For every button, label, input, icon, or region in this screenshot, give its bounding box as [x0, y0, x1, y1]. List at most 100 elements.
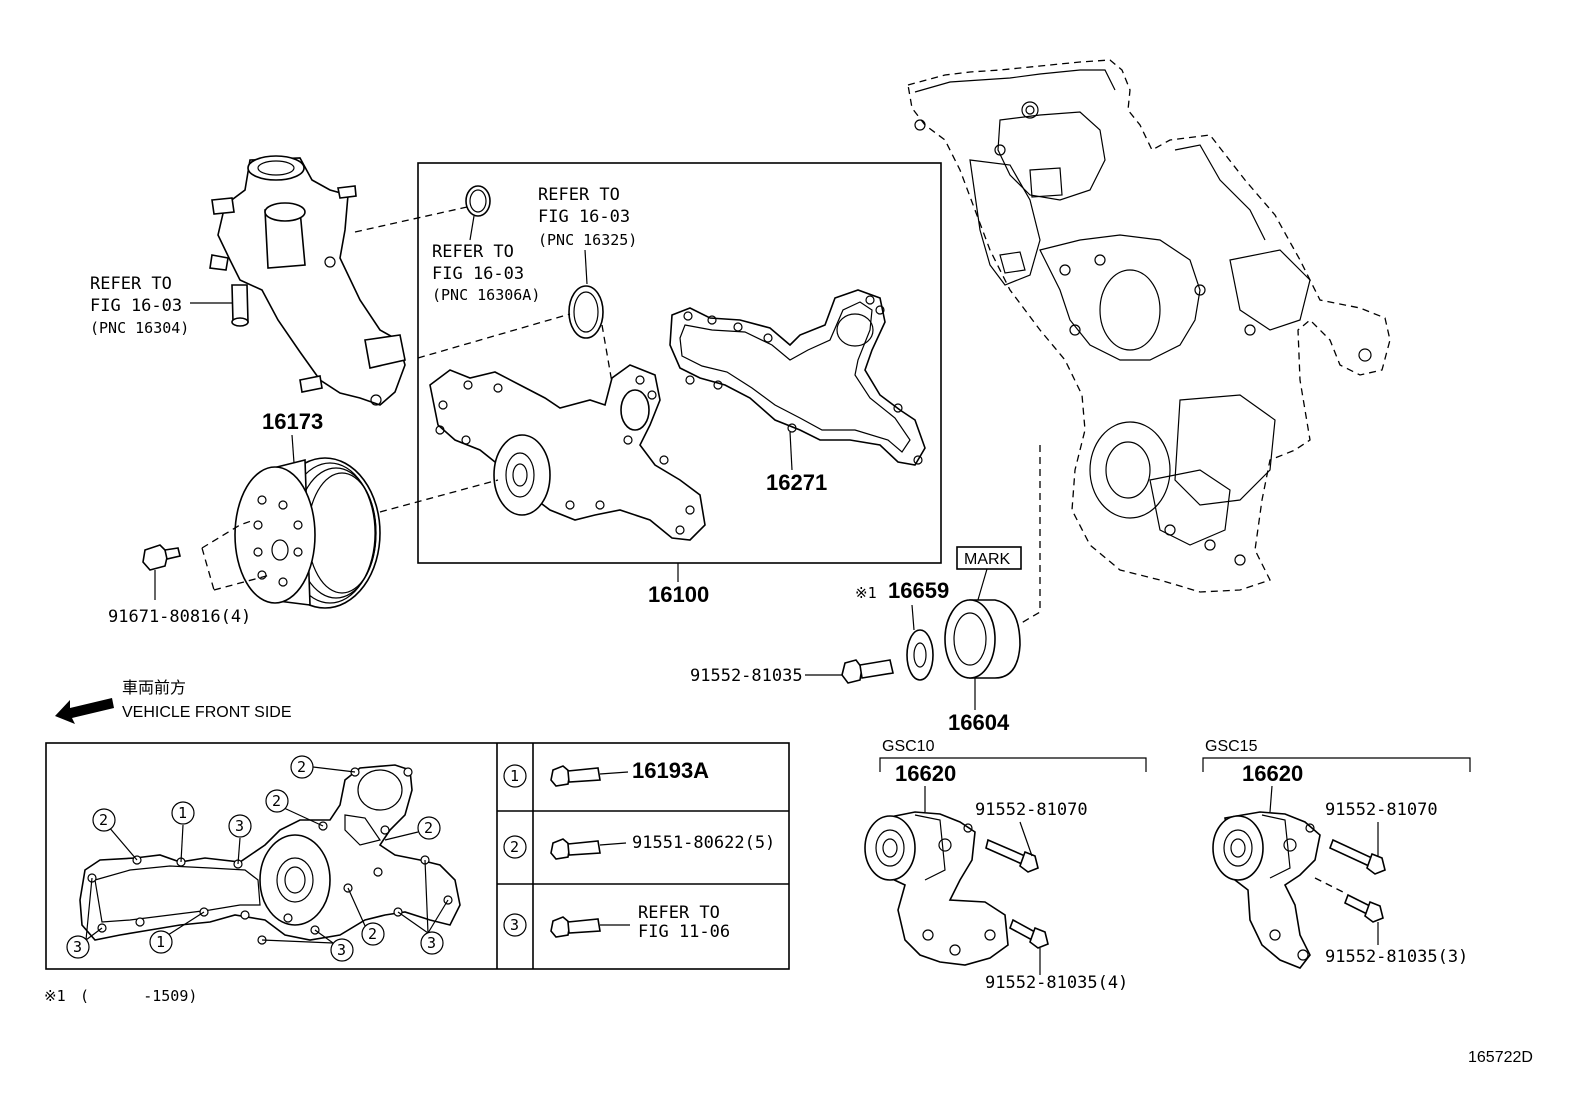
svg-text:3: 3: [337, 941, 346, 959]
footnote-mark: ※1: [44, 987, 66, 1005]
part-16271-label: 16271: [766, 470, 827, 495]
tensioner-gsc10-part: 16620: [895, 761, 956, 786]
leader-dash: [354, 206, 468, 233]
front-arrow-icon: [55, 698, 114, 724]
callout-2: 2: [347, 887, 385, 946]
tensioner-gsc15-part: 16620: [1242, 761, 1303, 786]
ref-oring-line3: (PNC 16306A): [432, 286, 540, 304]
callout-3: 3: [228, 814, 252, 865]
tensioner-gsc15-bolt-top-label: 91552-81070: [1325, 800, 1438, 820]
svg-text:1: 1: [156, 933, 165, 951]
ref-oring-line1: REFER TO: [432, 242, 514, 262]
ref-gasket-line2: FIG 16-03: [538, 207, 630, 227]
thermostat-housing-drawing: [209, 155, 406, 406]
legend-num-2: 2: [510, 838, 519, 856]
idler-pulley-drawing: [944, 599, 1021, 679]
water-pump-drawing: [429, 364, 706, 541]
idler-bolt-drawing: [841, 659, 894, 684]
legend-text-1: 16193A: [632, 758, 709, 783]
variant-bracket: [879, 757, 1147, 772]
mark-label: MARK: [964, 551, 1011, 568]
oring-small-inner: [469, 189, 487, 213]
footnote-text: ( -1509): [80, 987, 197, 1005]
idler-pulley-label: 16604: [948, 710, 1010, 735]
svg-text:3: 3: [235, 817, 244, 835]
leader-dash: [379, 479, 499, 513]
legend-row-3: 3 REFER TO FIG 11-06: [503, 903, 730, 942]
callout-3: 3: [261, 929, 354, 962]
tensioner-gsc15-drawing: [1212, 811, 1321, 969]
idler-bolt-label: 91552-81035: [690, 666, 803, 686]
tensioner-gsc15-bolt-bottom-label: 91552-81035(3): [1325, 947, 1468, 967]
svg-text:2: 2: [272, 792, 281, 810]
idler-washer-mark: ※1: [855, 584, 877, 602]
pulley-bolt-drawing: [142, 544, 181, 571]
callout-3: 3: [66, 877, 103, 959]
variant-bracket: [1202, 757, 1471, 772]
legend-num-1: 1: [510, 767, 519, 785]
leader-line: [789, 431, 793, 471]
figure-id: 165722D: [1468, 1049, 1533, 1066]
legend-num-3: 3: [510, 916, 519, 934]
mark-box: [956, 546, 1022, 570]
front-label-jp: 車両前方: [122, 679, 186, 697]
leader-line: [584, 249, 588, 285]
bolt-callouts: 2 1 3 2 2 2 3 1 3 2 3: [66, 755, 449, 962]
leader-line: [1019, 821, 1033, 857]
svg-text:3: 3: [73, 938, 82, 956]
leader-dash: [1017, 445, 1041, 626]
legend-text-3a: REFER TO: [638, 903, 720, 923]
svg-text:2: 2: [99, 811, 108, 829]
tensioner-gsc15-variant: GSC15: [1205, 738, 1258, 755]
bolt-icon: [550, 916, 571, 938]
ref-thermostat-line3: (PNC 16304): [90, 319, 189, 337]
part-16173-label: 16173: [262, 409, 323, 434]
callout-1: 1: [149, 911, 205, 954]
legend-row-2: 2 91551-80622(5): [503, 833, 775, 860]
ref-oring-line2: FIG 16-03: [432, 264, 524, 284]
leader-dash: [417, 313, 571, 359]
pulley-drawing: [234, 457, 381, 609]
callout-3: 3: [397, 859, 449, 955]
legend-row-1: 1 16193A: [503, 758, 709, 788]
svg-text:2: 2: [424, 819, 433, 837]
leader-line: [291, 434, 295, 464]
ref-thermostat-line2: FIG 16-03: [90, 296, 182, 316]
leader-dash: [1314, 877, 1346, 894]
idler-washer-label: 16659: [888, 578, 949, 603]
pulley-bolt-label: 91671-80816(4): [108, 607, 251, 627]
front-label-en: VEHICLE FRONT SIDE: [122, 704, 292, 721]
svg-text:2: 2: [368, 925, 377, 943]
part-16100-label: 16100: [648, 582, 709, 607]
svg-text:3: 3: [427, 934, 436, 952]
water-pump-gasket-drawing: [669, 289, 926, 466]
legend-text-3b: FIG 11-06: [638, 922, 730, 942]
legend-text-2: 91551-80622(5): [632, 833, 775, 853]
leader-line: [1269, 785, 1273, 813]
bolt-icon: [550, 838, 571, 860]
ref-thermostat-line1: REFER TO: [90, 274, 172, 294]
svg-text:1: 1: [178, 804, 187, 822]
tensioner-gsc10-bolt-top-label: 91552-81070: [975, 800, 1088, 820]
bolt-icon: [550, 765, 571, 787]
idler-washer-drawing: [906, 629, 934, 681]
leader-line: [469, 215, 475, 241]
water-pump-assy-box: [417, 162, 942, 564]
bolt-location-box: [45, 742, 790, 970]
callout-1: 1: [171, 801, 195, 863]
tensioner-gsc10-bolt-bottom: [1009, 918, 1049, 949]
gasket-ring-inner: [573, 291, 599, 333]
tensioner-gsc10-drawing: [864, 811, 1009, 966]
callout-2: 2: [92, 808, 138, 861]
tensioner-gsc15-bolt-top: [1328, 838, 1386, 875]
callout-2: 2: [384, 816, 441, 841]
leader-dash: [201, 519, 271, 591]
tensioner-gsc10-variant: GSC10: [882, 738, 935, 755]
ref-gasket-line1: REFER TO: [538, 185, 620, 205]
tensioner-gsc10-bolt-bottom-label: 91552-81035(4): [985, 973, 1128, 993]
callout-2: 2: [290, 755, 356, 779]
svg-text:2: 2: [297, 758, 306, 776]
timing-cover-drawing: [907, 59, 1391, 593]
callout-2: 2: [265, 789, 324, 827]
